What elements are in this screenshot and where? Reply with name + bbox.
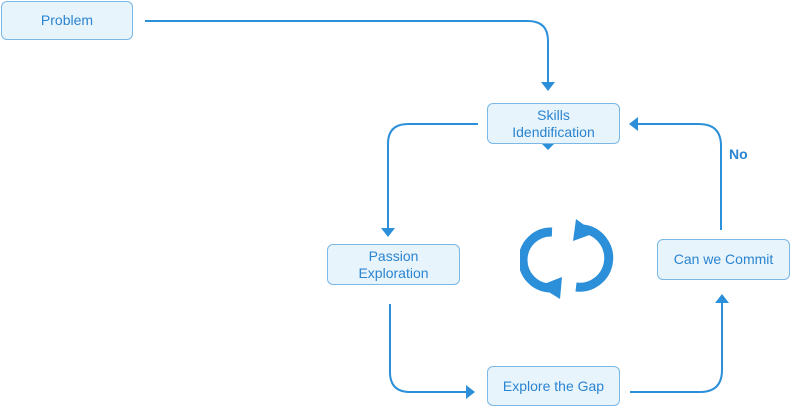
node-explore-the-gap[interactable]: Explore the Gap — [487, 366, 620, 406]
arrowhead-gap — [466, 385, 475, 399]
node-skills-line2: Idendification — [512, 123, 595, 140]
arrowhead-skills-right — [629, 117, 638, 131]
arrowhead-commit — [715, 294, 729, 303]
arrowhead-passion — [381, 228, 395, 237]
arrowhead-skills-bottom — [541, 143, 555, 150]
node-skills-identification[interactable]: Skills Idendification — [487, 103, 620, 144]
node-passion-exploration[interactable]: Passion Exploration — [327, 244, 460, 285]
edge-label-no: No — [729, 146, 748, 162]
edge-problem-to-skills — [145, 20, 549, 82]
node-problem-label: Problem — [40, 12, 94, 28]
edge-gap-to-commit — [630, 303, 723, 393]
refresh-cycle-icon — [520, 219, 614, 299]
node-can-we-commit[interactable]: Can we Commit — [657, 239, 790, 280]
edge-passion-to-gap — [389, 304, 466, 393]
node-problem[interactable]: Problem — [1, 1, 133, 40]
node-passion-line1: Passion — [368, 247, 419, 264]
node-skills-line1: Skills — [537, 106, 570, 123]
node-passion-line2: Exploration — [358, 264, 429, 281]
node-commit-label: Can we Commit — [673, 251, 774, 267]
node-gap-label: Explore the Gap — [502, 377, 605, 394]
arrowhead-skills-top — [541, 82, 555, 91]
edge-commit-to-skills — [638, 123, 722, 230]
edge-skills-to-passion — [387, 123, 478, 228]
